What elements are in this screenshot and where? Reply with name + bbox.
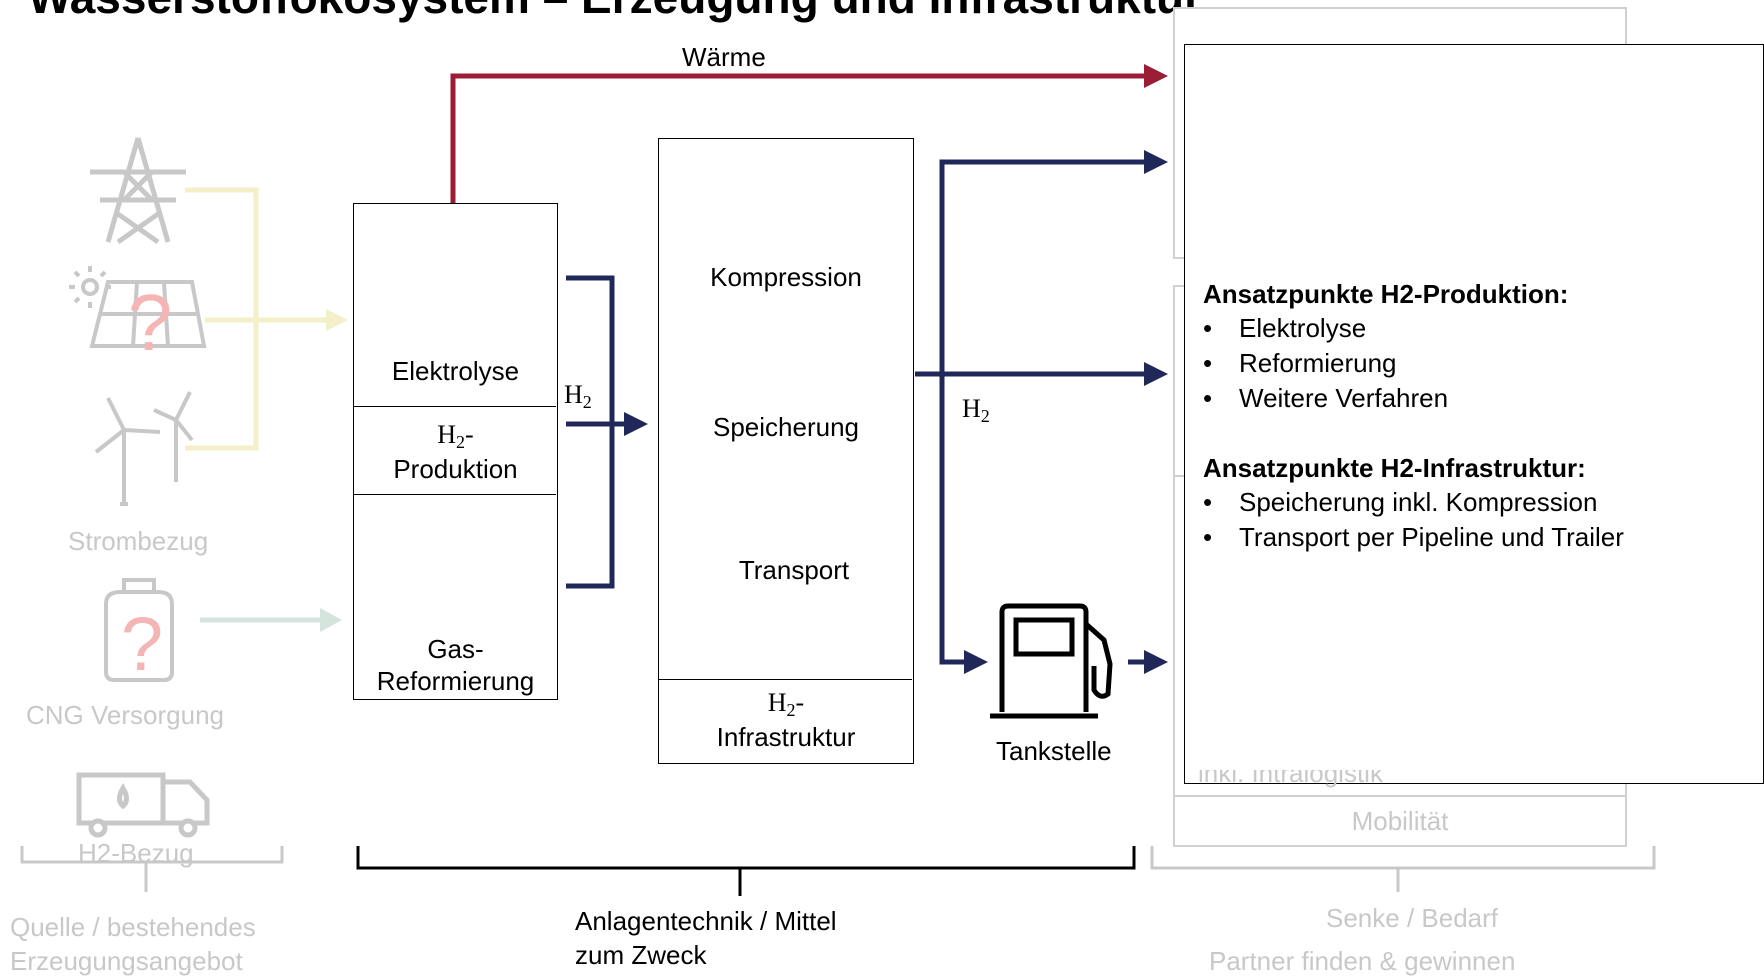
h2-arrowhead-bottom <box>1144 650 1168 674</box>
question-mark-solar: ? <box>128 278 173 367</box>
delivery-truck-icon <box>76 772 210 838</box>
h2-label-production: H2 <box>564 380 592 412</box>
h2-arrow-infrastructure <box>915 159 1148 665</box>
h2-produktion-heading: H2- <box>437 420 474 452</box>
list-item: •Speicherung inkl. Kompression <box>1203 487 1598 517</box>
anlagen-label-line2: zum Zweck <box>575 940 707 970</box>
h2-label-infrastructure: H2 <box>962 394 990 426</box>
intralogistik-partial-label: inkl. Intralogistik <box>1198 758 1383 788</box>
ansatzpunkte-callout: Ansatzpunkte H2-Produktion: •Elektrolyse… <box>1184 44 1764 784</box>
h2-arrowhead-production <box>624 412 648 436</box>
cng-feed-arrowhead <box>320 608 342 632</box>
produktion-label: Produktion <box>393 454 518 484</box>
heading-h2-infrastruktur: Ansatzpunkte H2-Infrastruktur: <box>1203 453 1586 483</box>
kompression-label: Kompression <box>710 262 862 292</box>
h2-bezug-label: H2-Bezug <box>78 838 194 868</box>
mobilitaet-label: Mobilität <box>1351 806 1449 836</box>
quelle-label-line2: Erzeugungsangebot <box>10 946 243 976</box>
production-box <box>353 203 558 700</box>
fuel-pump-icon <box>990 603 1113 719</box>
solar-panel-icon <box>69 266 207 348</box>
elektrolyse-label: Elektrolyse <box>391 356 520 386</box>
transport-label: Transport <box>738 555 850 585</box>
strom-feed-arrow <box>185 187 330 451</box>
list-item: •Weitere Verfahren <box>1203 383 1449 413</box>
speicherung-label: Speicherung <box>713 412 859 442</box>
list-item: •Elektrolyse <box>1203 313 1367 343</box>
tankstelle-label: Tankstelle <box>996 736 1112 766</box>
strom-feed-arrowhead <box>326 309 348 331</box>
quelle-label-line1: Quelle / bestehendes <box>10 912 256 942</box>
brace-quelle <box>20 846 284 892</box>
heat-arrow <box>450 64 1168 205</box>
waerme-label: Wärme <box>682 42 766 72</box>
gas-cylinder-icon <box>104 578 174 682</box>
list-item: •Reformierung <box>1203 348 1397 378</box>
question-mark-cng: ? <box>121 602 163 687</box>
h2-arrow-production <box>566 275 630 589</box>
heading-h2-produktion: Ansatzpunkte H2-Produktion: <box>1203 279 1569 309</box>
infrastructure-box <box>658 138 914 764</box>
cng-versorgung-label: CNG Versorgung <box>26 700 224 730</box>
brace-anlagen <box>356 846 1136 896</box>
gas-label: Gas- <box>427 634 484 664</box>
h2-infrastruktur-heading: H2- <box>767 688 805 720</box>
strombezug-label: Strombezug <box>68 526 209 556</box>
reformierung-label: Reformierung <box>376 666 535 696</box>
senke-label: Senke / Bedarf <box>1326 903 1498 933</box>
wind-turbine-icon <box>94 391 194 506</box>
h2-arrowhead-tankstelle <box>964 650 988 674</box>
brace-senke <box>1150 846 1656 892</box>
h2-arrowhead-top <box>1144 150 1168 174</box>
infrastruktur-label: Infrastruktur <box>716 722 856 752</box>
h2-arrowhead-middle <box>1144 362 1168 386</box>
power-pylon-icon <box>90 137 186 245</box>
anlagen-label-line1: Anlagentechnik / Mittel <box>575 906 837 936</box>
page-title: Wasserstoffökosystem – Erzeugung und Inf… <box>28 0 1202 24</box>
partner-label: Partner finden & gewinnen <box>1209 946 1516 976</box>
list-item: •Transport per Pipeline und Trailer <box>1203 522 1624 552</box>
